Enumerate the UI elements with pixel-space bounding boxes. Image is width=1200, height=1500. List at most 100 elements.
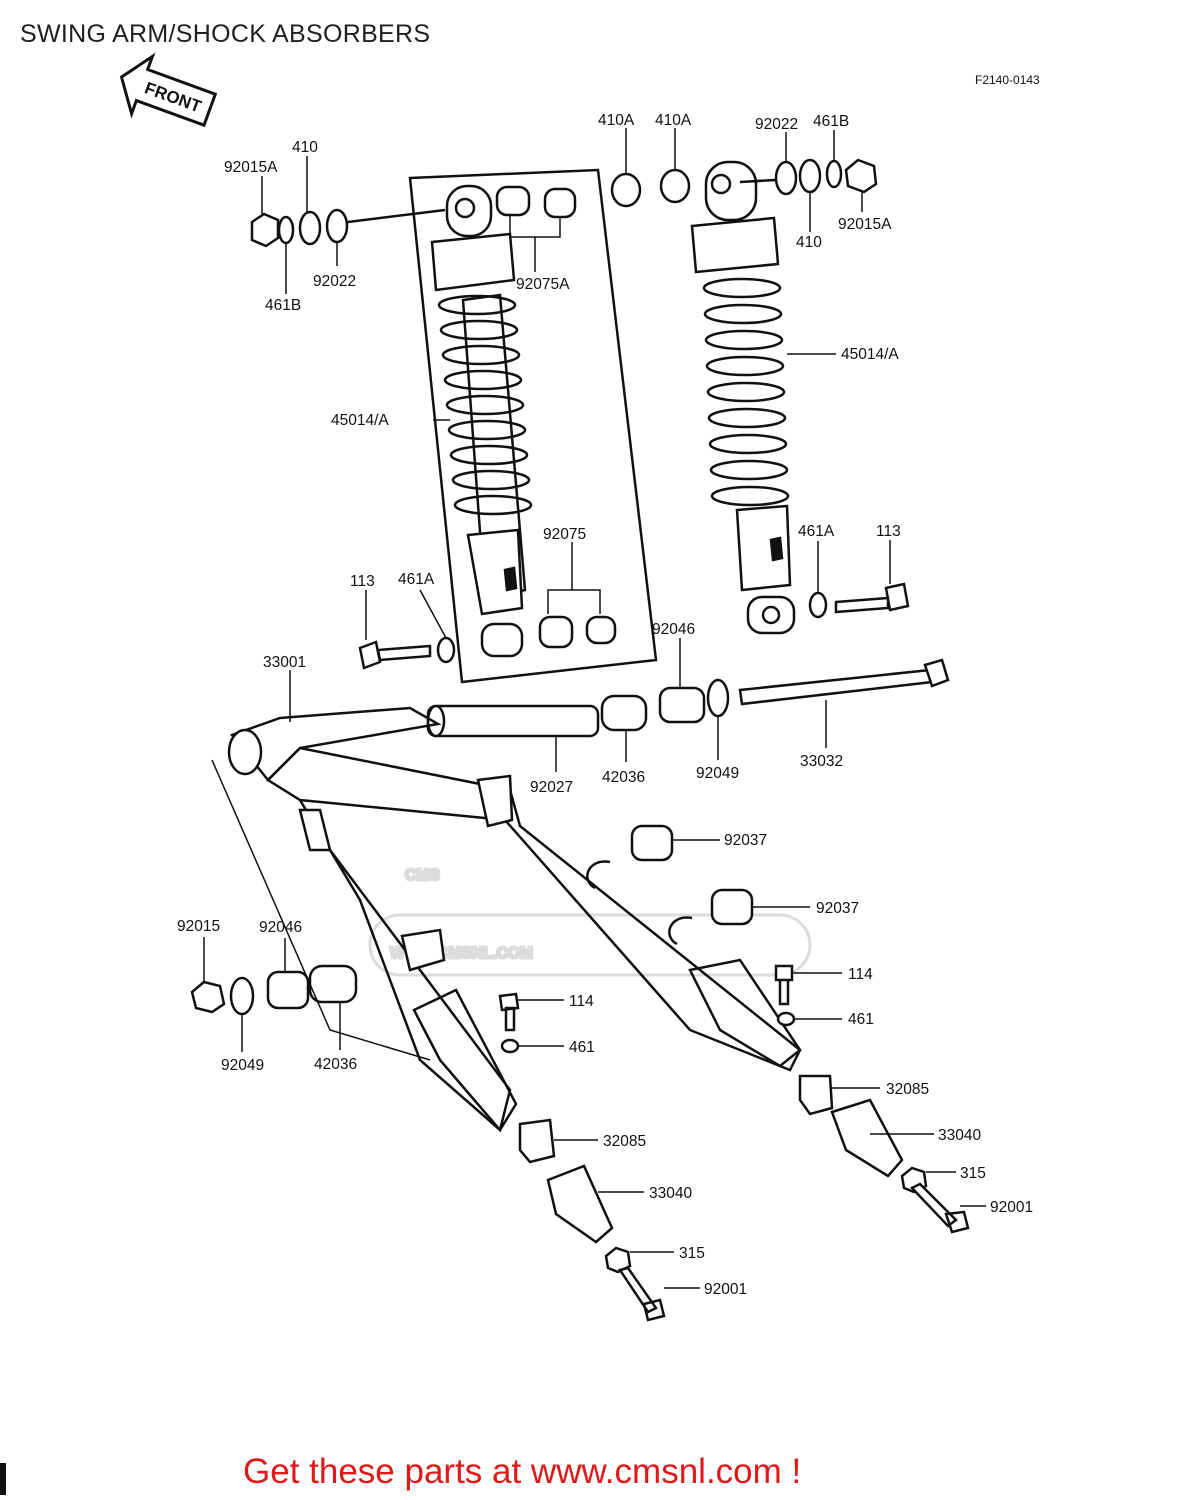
collar-icon: [495, 185, 531, 217]
washer-icon: [774, 160, 798, 196]
label-92049-top: 92049: [696, 765, 739, 782]
leader-lines: [203, 128, 986, 1289]
washer-icon: [798, 158, 822, 194]
label-33040-right: 33040: [938, 1127, 981, 1144]
left-shock-absorber: [430, 184, 533, 616]
page-title: SWING ARM/SHOCK ABSORBERS: [20, 20, 431, 48]
label-32085-left: 32085: [603, 1133, 646, 1150]
washer-icon: [298, 210, 322, 246]
collar-icon: [543, 187, 577, 219]
collar-icon: [600, 694, 648, 732]
label-92015A-right: 92015A: [838, 216, 892, 233]
collar-icon: [480, 622, 524, 658]
bearing-icon: [630, 824, 674, 862]
nut-icon: [190, 980, 226, 1014]
bolt-icon: [358, 640, 432, 670]
part-labels: 92015A 410 461B 92022 92075A 45014/A 410…: [177, 112, 1033, 1298]
label-461-right: 461: [848, 1011, 874, 1028]
label-33040-left: 33040: [649, 1185, 692, 1202]
label-410-right: 410: [796, 234, 822, 251]
washer-icon: [436, 636, 456, 664]
lockwasher-icon: [277, 215, 295, 245]
label-33032: 33032: [800, 753, 843, 770]
label-92022-left: 92022: [313, 273, 356, 290]
label-92001-left: 92001: [704, 1281, 747, 1298]
label-113-right: 113: [876, 523, 901, 540]
washer-icon: [808, 591, 828, 619]
shock-box: [408, 168, 658, 684]
nut-icon: [500, 1038, 520, 1054]
label-92022-right: 92022: [755, 116, 798, 133]
washer-icon: [610, 172, 642, 208]
label-92015: 92015: [177, 918, 220, 935]
adjuster-icon: [830, 1098, 904, 1178]
nut-icon: [776, 1011, 796, 1027]
pivot-sleeve-icon: [426, 704, 600, 738]
bearing-icon: [266, 970, 310, 1010]
nut-icon: [250, 212, 280, 248]
washer-icon: [659, 168, 691, 204]
label-113-left: 113: [350, 573, 375, 590]
footer-link[interactable]: Get these parts at www.cmsnl.com !: [243, 1452, 802, 1491]
swing-arm: [227, 706, 834, 1164]
pivot-bolt-icon: [738, 668, 934, 706]
watermark-logo: CMS: [405, 867, 439, 884]
lockwasher-icon: [825, 159, 843, 189]
label-461B-left: 461B: [265, 297, 301, 314]
clip-icon: [586, 860, 611, 890]
bolt-icon: [617, 1266, 666, 1322]
left-spring-icon: [437, 294, 533, 516]
collar-icon: [308, 964, 358, 1004]
label-92075A: 92075A: [516, 276, 570, 293]
label-92037-2: 92037: [816, 900, 859, 917]
edge-marker: [0, 1463, 6, 1495]
seal-icon: [229, 976, 255, 1016]
washer-icon: [325, 208, 349, 244]
label-92049-left: 92049: [221, 1057, 264, 1074]
label-45014A-left: 45014/A: [331, 412, 389, 429]
label-33001: 33001: [263, 654, 306, 671]
label-42036-left: 42036: [314, 1056, 357, 1073]
label-410A-1: 410A: [598, 112, 635, 129]
clip-icon: [668, 916, 693, 946]
diagram-code: F2140-0143: [975, 73, 1040, 87]
adjuster-icon: [546, 1164, 614, 1244]
label-315-right: 315: [960, 1165, 986, 1182]
pivot-hardware: [426, 658, 950, 946]
label-461A-right: 461A: [798, 523, 835, 540]
nut-icon: [844, 158, 878, 194]
bushing-icon: [538, 615, 574, 649]
label-42036-top: 42036: [602, 769, 645, 786]
seal-icon: [706, 678, 730, 718]
label-410-left: 410: [292, 139, 318, 156]
label-92015A-left: 92015A: [224, 159, 278, 176]
label-461A-left: 461A: [398, 571, 435, 588]
bolt-icon: [774, 964, 794, 1006]
label-92046-left: 92046: [259, 919, 302, 936]
bolt-icon: [498, 992, 520, 1032]
label-461B-right: 461B: [813, 113, 849, 130]
bearing-icon: [658, 686, 706, 724]
bearing-icon: [710, 888, 754, 926]
label-315-left: 315: [679, 1245, 705, 1262]
label-32085-right: 32085: [886, 1081, 929, 1098]
label-92027: 92027: [530, 779, 573, 796]
label-45014A-right: 45014/A: [841, 346, 899, 363]
front-arrow-icon: FRONT: [119, 52, 218, 128]
nut-icon: [604, 1246, 632, 1274]
collar-icon: [585, 615, 617, 645]
label-92075: 92075: [543, 526, 586, 543]
top-hardware: [250, 158, 878, 248]
label-92037-1: 92037: [724, 832, 767, 849]
label-461-left: 461: [569, 1039, 595, 1056]
label-114-right: 114: [848, 966, 873, 983]
label-410A-2: 410A: [655, 112, 692, 129]
label-114-left: 114: [569, 993, 594, 1010]
bolt-icon: [834, 582, 910, 614]
right-shock-absorber: [690, 160, 796, 635]
right-spring-icon: [702, 277, 790, 507]
label-92046-top: 92046: [652, 621, 695, 638]
bolt-icon: [909, 1182, 970, 1234]
label-92001-right: 92001: [990, 1199, 1033, 1216]
